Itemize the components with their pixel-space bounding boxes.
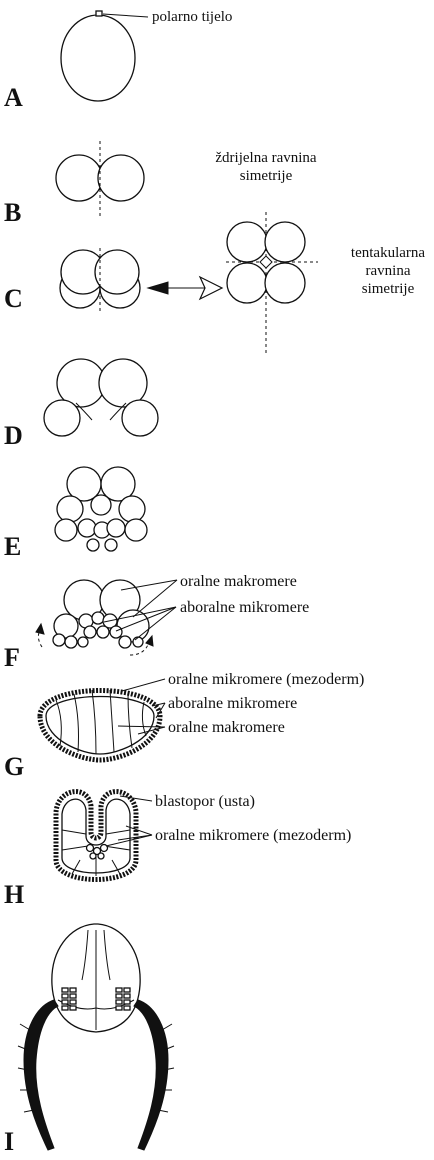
- comb-plate: [116, 988, 122, 992]
- zygote-cell: [61, 15, 135, 101]
- stage-h: H blastopor (usta) oralne mikromere (mez…: [4, 792, 351, 909]
- h-mesoderm-cell-1: [87, 845, 94, 852]
- stage-a: A polarno tijelo: [4, 9, 232, 112]
- label-tentacular-plane-1: tentakularna: [351, 245, 425, 261]
- h-mesoderm-cell-4: [90, 853, 96, 859]
- stage-e: E: [4, 467, 147, 561]
- label-f-aboral-micromeres: aboralne mikromere: [180, 599, 309, 616]
- comb-plate: [70, 1006, 76, 1010]
- e-micromere-6: [87, 539, 99, 551]
- comb-plate: [62, 1000, 68, 1004]
- comb-plate: [116, 1006, 122, 1010]
- h-mesoderm-cell-5: [98, 853, 104, 859]
- label-g-oral-macromeres: oralne makromere: [168, 719, 285, 736]
- label-h-blastopore: blastopor (usta): [155, 793, 255, 810]
- comb-plate: [70, 1000, 76, 1004]
- f-micromere-8: [65, 636, 77, 648]
- top-cell-3: [227, 263, 267, 303]
- arrow-tail-icon: [148, 282, 168, 294]
- stage-b: B: [4, 141, 144, 227]
- stage-f: F oralne makromere aboralne mikromere: [4, 573, 309, 672]
- f-micromere-5: [97, 626, 109, 638]
- stage-label-f: F: [4, 643, 20, 672]
- leader-g-oral-micro: [122, 679, 165, 691]
- stage-d: D: [4, 359, 158, 450]
- f-arrow-left-icon: [36, 624, 44, 634]
- label-g-oral-micromeres: oralne mikromere (mezoderm): [168, 671, 364, 688]
- stage-label-b: B: [4, 198, 21, 227]
- comb-plate: [62, 1006, 68, 1010]
- e-macromere-4: [119, 496, 145, 522]
- comb-plate: [62, 988, 68, 992]
- d-cell-bottom-right: [122, 400, 158, 436]
- stage-label-g: G: [4, 752, 24, 781]
- center-diamond: [260, 256, 272, 268]
- stage-label-i: I: [4, 1127, 14, 1156]
- f-micromere-4: [84, 626, 96, 638]
- e-micromere-7: [105, 539, 117, 551]
- stage-g: G oralne mikromere (mezoderm) aboralne m…: [4, 671, 364, 781]
- stage-label-c: C: [4, 284, 23, 313]
- c-front-cell-right: [95, 250, 139, 294]
- f-micromere-11: [133, 637, 143, 647]
- f-micromere-2: [92, 612, 104, 624]
- f-arrow-right-icon: [146, 636, 153, 646]
- e-micromere-4: [107, 519, 125, 537]
- stage-label-h: H: [4, 880, 24, 909]
- tentacle-left: [24, 1000, 58, 1150]
- stage-label-a: A: [4, 83, 23, 112]
- e-micromere-2: [78, 519, 96, 537]
- label-tentacular-plane-3: simetrije: [362, 281, 415, 297]
- f-micromere-7: [53, 634, 65, 646]
- e-micromere-5: [125, 519, 147, 541]
- f-micromere-9: [78, 637, 88, 647]
- label-f-oral-macromeres: oralne makromere: [180, 573, 297, 590]
- e-micromere-1: [55, 519, 77, 541]
- comb-plate: [70, 988, 76, 992]
- comb-plate: [116, 994, 122, 998]
- comb-plate: [124, 1006, 130, 1010]
- stage-label-d: D: [4, 421, 23, 450]
- top-cell-1: [227, 222, 267, 262]
- f-micromere-10: [119, 636, 131, 648]
- comb-plate: [124, 988, 130, 992]
- f-micromere-6: [110, 626, 122, 638]
- e-macromere-3: [57, 496, 83, 522]
- label-polar-body: polarno tijelo: [152, 9, 232, 25]
- blastomere-left: [56, 155, 102, 201]
- comb-plate: [116, 1000, 122, 1004]
- label-pharyngeal-plane-2: simetrije: [240, 168, 293, 184]
- polar-body: [96, 11, 102, 16]
- d-cell-bottom-left: [44, 400, 80, 436]
- blastomere-right: [98, 155, 144, 201]
- label-h-oral-micromeres: oralne mikromere (mezoderm): [155, 827, 351, 844]
- tentacle-right: [134, 1000, 168, 1150]
- e-macromere-5: [91, 495, 111, 515]
- stage-label-e: E: [4, 532, 21, 561]
- comb-plate: [124, 1000, 130, 1004]
- label-pharyngeal-plane-1: ždrijelna ravnina: [215, 150, 317, 166]
- top-cell-4: [265, 263, 305, 303]
- stage-i: I: [4, 924, 174, 1156]
- comb-plate: [70, 994, 76, 998]
- top-cell-2: [265, 222, 305, 262]
- comb-plate: [62, 994, 68, 998]
- label-g-aboral-micromeres: aboralne mikromere: [168, 695, 297, 712]
- label-tentacular-plane-2: ravnina: [366, 263, 411, 279]
- comb-plate: [124, 994, 130, 998]
